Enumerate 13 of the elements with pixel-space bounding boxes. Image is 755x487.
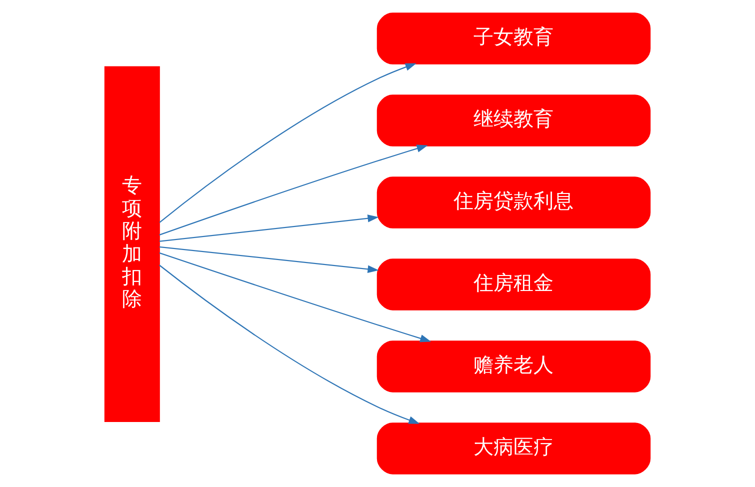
node-box: 继续教育 [376,94,651,146]
node-box: 大病医疗 [376,422,651,474]
node-box: 住房租金 [376,258,651,310]
arrow [159,252,432,342]
node-box: 住房贷款利息 [376,176,651,228]
arrow [159,144,428,236]
arrow [159,214,379,242]
arrow [159,264,420,424]
node-box: 专项附加扣除 [104,66,160,422]
node-box: 子女教育 [376,12,651,64]
arrow [159,246,379,273]
arrow [159,63,417,223]
node-box: 赡养老人 [376,340,651,392]
